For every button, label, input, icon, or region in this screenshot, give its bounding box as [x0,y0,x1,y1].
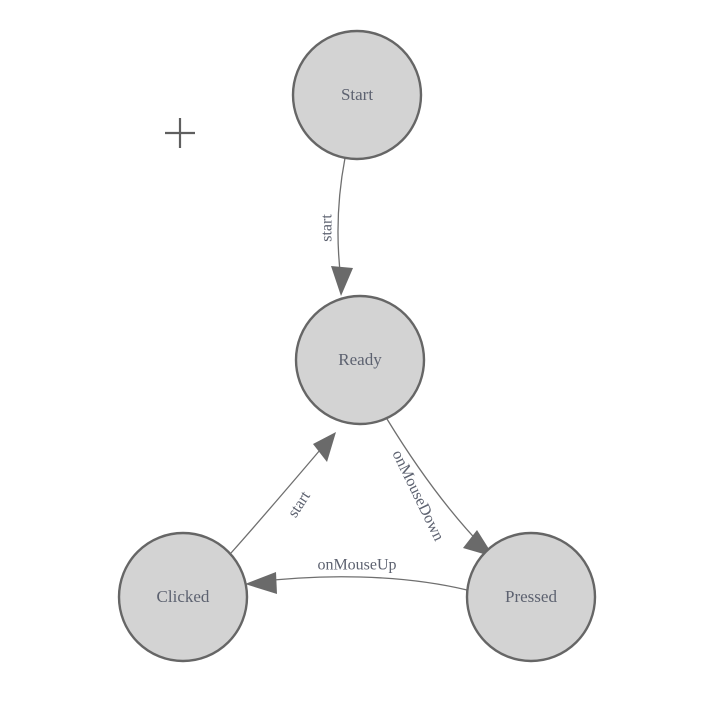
edge-label-start-to-ready: start [319,214,336,242]
node-pressed-circle[interactable] [465,531,597,663]
node-pressed[interactable]: Pressed [465,531,597,663]
edge-path-pressed-to-clicked [255,576,468,591]
crosshair-icon[interactable] [165,118,195,148]
arrowhead-into-ready-from-start [331,266,353,296]
edge-ready-to-pressed[interactable]: onMouseDown [386,418,494,557]
edge-label-clicked-to-ready: start [285,488,315,521]
edge-start-to-ready[interactable]: start [319,157,353,296]
node-start[interactable]: Start [291,29,423,161]
edge-clicked-to-ready[interactable]: start [230,432,336,554]
edge-label-pressed-to-clicked: onMouseUp [317,557,396,574]
edge-path-start-to-ready [337,157,346,281]
node-ready[interactable]: Ready [294,294,426,426]
edge-path-ready-to-pressed [386,418,485,549]
node-clicked-circle[interactable] [117,531,249,663]
edge-pressed-to-clicked[interactable]: onMouseUp [245,557,468,594]
arrowhead-into-ready-from-clicked [313,432,336,462]
edge-path-clicked-to-ready [230,442,327,554]
node-clicked[interactable]: Clicked [117,531,249,663]
edge-label-ready-to-pressed: onMouseDown [388,448,447,544]
node-ready-circle[interactable] [294,294,426,426]
node-start-circle[interactable] [291,29,423,161]
arrowhead-into-clicked [245,572,277,594]
